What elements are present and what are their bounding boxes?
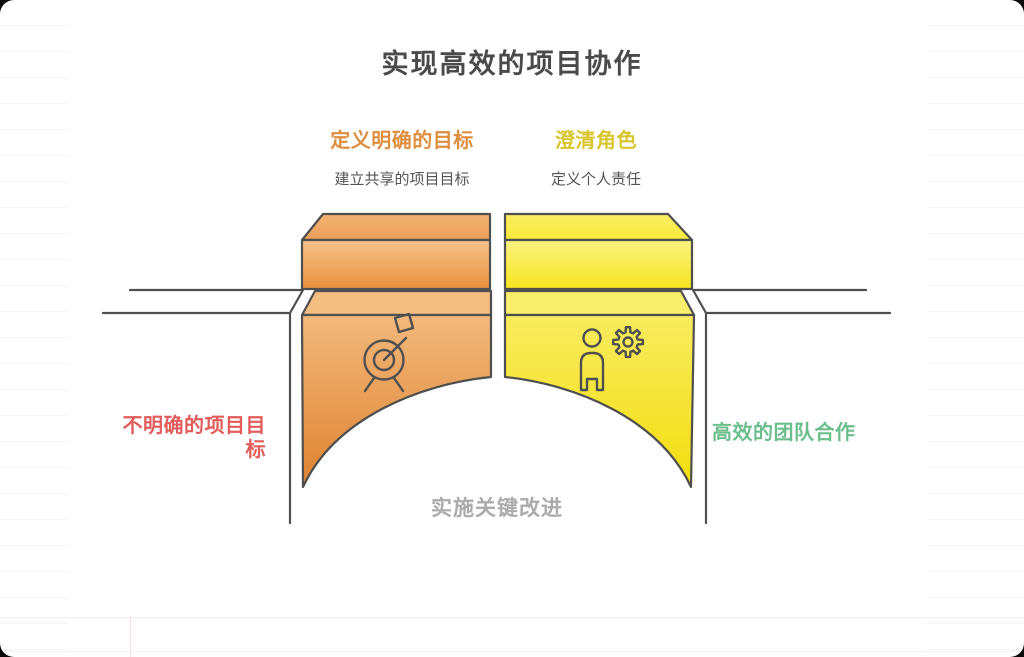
bridge-caption-label: 实施关键改进 [431, 497, 563, 520]
orange-bridge-piece [300, 289, 493, 489]
yellow-bridge-piece [503, 289, 696, 489]
step-heading-roles: 澄清角色 [555, 130, 637, 152]
page-title: 实现高效的项目协作 [381, 49, 643, 79]
step-subtitle-roles: 定义个人责任 [550, 171, 641, 188]
positive-outcome-label: 高效的团队合作 [712, 422, 856, 444]
background-grid-line [0, 617, 1024, 618]
step-subtitle-goals: 建立共享的项目目标 [334, 171, 470, 188]
step-heading-goals: 定义明确的目标 [330, 130, 474, 152]
orange-upper-block [300, 212, 492, 291]
background-grid-line [0, 651, 1024, 652]
ground-gap-lines [101, 288, 892, 525]
negative-outcome-label: 不明确的项目目标 [122, 415, 266, 461]
person-gear-icon [579, 326, 645, 392]
background-grid-line [130, 617, 131, 657]
yellow-upper-block [503, 212, 694, 291]
target-dart-icon [363, 312, 415, 393]
